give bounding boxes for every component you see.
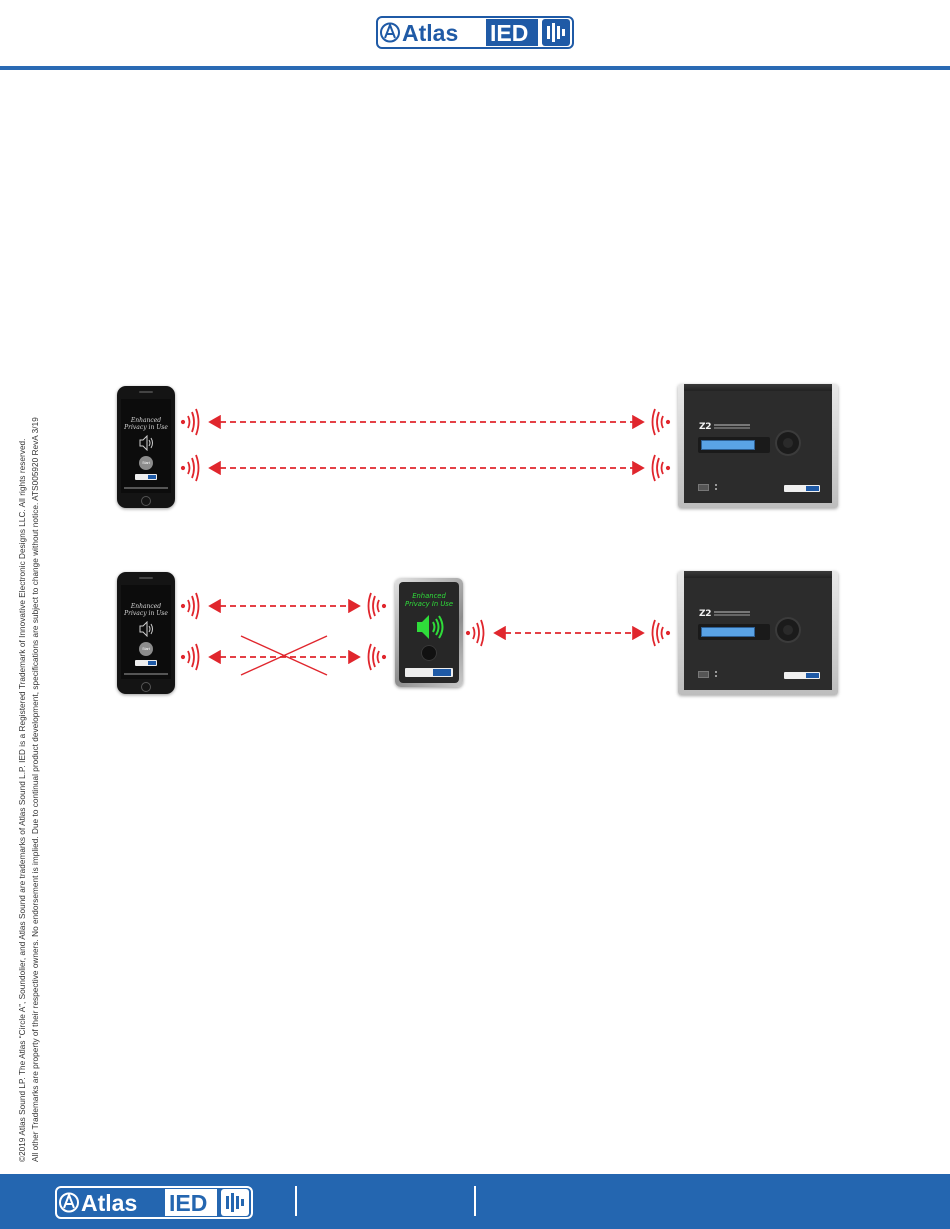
blocked-x-icon — [240, 635, 328, 676]
controller-model-label: Z2 — [699, 609, 712, 619]
controller-knob — [777, 432, 799, 454]
header-brand-left: Atlas — [402, 20, 458, 46]
speaker-icon — [139, 621, 153, 637]
phone-start-button: Start — [139, 642, 153, 656]
speaker-icon — [417, 615, 444, 639]
footer-brand-right: IED — [169, 1190, 207, 1216]
sign-button — [421, 645, 437, 661]
sign-atlasied-logo — [405, 668, 453, 677]
wave-right-icon — [465, 619, 485, 647]
sign-text-line2: Privacy In Use — [404, 600, 454, 608]
phone-text-line1: Enhanced — [130, 417, 162, 424]
z2-controller-bottom: Z2 — [678, 571, 838, 695]
wave-left-icon — [367, 643, 387, 671]
controller-model-label: Z2 — [699, 422, 712, 432]
controller-atlasied-badge — [784, 672, 820, 679]
atlasied-header-logo: Atlas IED — [376, 16, 574, 49]
atlasied-footer-logo: Atlas IED — [55, 1186, 253, 1219]
z2-controller-top: Z2 — [678, 384, 838, 508]
header-brand-right: IED — [490, 20, 528, 46]
sign-text-line1: Enhanced — [412, 592, 446, 600]
controller-lcd — [701, 627, 755, 637]
speaker-icon — [139, 435, 153, 451]
controller-lcd — [701, 440, 755, 450]
smartphone-bottom: Enhanced Privacy in Use Start — [117, 572, 175, 694]
wave-right-icon — [180, 592, 200, 620]
wave-left-icon — [651, 454, 671, 482]
wave-left-icon — [367, 592, 387, 620]
wave-left-icon — [651, 408, 671, 436]
header-divider — [0, 66, 950, 70]
phone-text-line2: Privacy in Use — [124, 610, 168, 617]
phone-screen: Enhanced Privacy in Use Start — [121, 585, 171, 679]
footer-divider — [474, 1186, 476, 1216]
wave-right-icon — [180, 408, 200, 436]
phone-text-line1: Enhanced — [130, 603, 162, 610]
footer-divider — [295, 1186, 297, 1216]
smartphone-top: Enhanced Privacy in Use Start — [117, 386, 175, 508]
phone-screen: Enhanced Privacy in Use Start — [121, 399, 171, 493]
sound-bars-icon — [226, 1193, 244, 1212]
footer-brand-left: Atlas — [81, 1190, 137, 1216]
wave-right-icon — [180, 454, 200, 482]
phone-text-line2: Privacy in Use — [124, 424, 168, 431]
controller-atlasied-badge — [784, 485, 820, 492]
phone-start-button: Start — [139, 456, 153, 470]
wave-right-icon — [180, 643, 200, 671]
phone-atlasied-logo — [135, 660, 157, 666]
wave-left-icon — [651, 619, 671, 647]
sound-bars-icon — [547, 23, 565, 42]
phone-atlasied-logo — [135, 474, 157, 480]
enhanced-privacy-sign: Enhanced Privacy In Use — [395, 578, 463, 687]
controller-knob — [777, 619, 799, 641]
